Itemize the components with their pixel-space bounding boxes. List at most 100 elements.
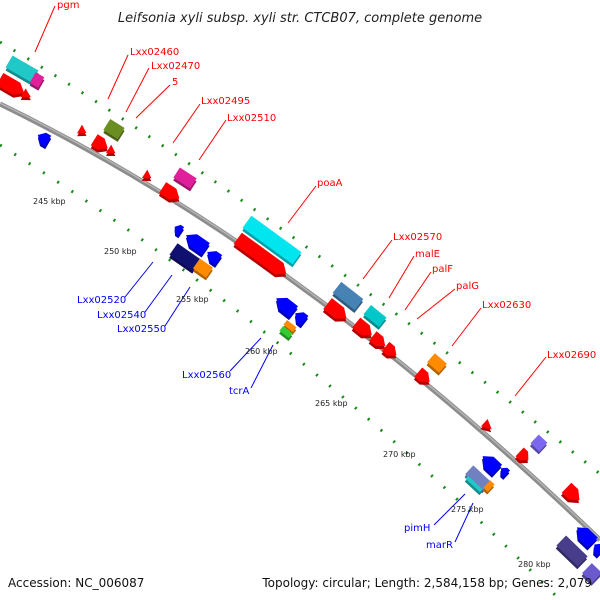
- gene-feature[interactable]: [19, 88, 34, 104]
- label-connector: [172, 103, 201, 144]
- gene-label[interactable]: Lxx02560: [182, 370, 231, 381]
- gene-feature[interactable]: [89, 134, 112, 156]
- gene-feature[interactable]: [351, 317, 377, 344]
- label-connector: [124, 261, 154, 298]
- gene-feature[interactable]: [172, 167, 198, 192]
- gene-feature[interactable]: [464, 475, 484, 496]
- gene-feature[interactable]: [514, 447, 534, 468]
- gene-label[interactable]: Lxx02510: [227, 113, 276, 124]
- gene-label[interactable]: palF: [432, 264, 453, 275]
- ruler-label: 265 kbp: [315, 399, 348, 408]
- gene-feature[interactable]: [278, 325, 294, 341]
- gene-feature[interactable]: [476, 451, 503, 478]
- gene-label[interactable]: pimH: [404, 523, 430, 534]
- gene-feature[interactable]: [168, 243, 202, 274]
- ruler-label: 270 kbp: [383, 450, 416, 459]
- gene-feature[interactable]: [425, 353, 448, 376]
- gene-label[interactable]: malE: [415, 249, 440, 260]
- gene-feature[interactable]: [290, 309, 310, 329]
- gene-label[interactable]: Lxx02495: [201, 96, 250, 107]
- gene-label[interactable]: Lxx02520: [77, 295, 126, 306]
- label-connector: [250, 344, 274, 389]
- outer-tick-track: [0, 40, 600, 476]
- gene-feature[interactable]: [555, 535, 589, 570]
- gene-label[interactable]: poaA: [317, 178, 343, 189]
- gene-label[interactable]: Lxx02690: [547, 350, 596, 361]
- gene-feature[interactable]: [232, 232, 291, 282]
- gene-feature[interactable]: [580, 563, 600, 586]
- gene-label[interactable]: 5: [172, 77, 178, 88]
- gene-label[interactable]: Lxx02540: [97, 310, 146, 321]
- gene-feature[interactable]: [282, 319, 298, 335]
- label-connector: [135, 84, 171, 119]
- gene-label[interactable]: Lxx02570: [393, 232, 442, 243]
- ruler-label: 245 kbp: [33, 197, 66, 206]
- gene-feature[interactable]: [34, 130, 53, 150]
- gene-feature[interactable]: [102, 118, 126, 142]
- gene-label[interactable]: pgm: [57, 0, 79, 11]
- label-connector: [454, 502, 474, 543]
- ruler-label: 280 kbp: [518, 560, 551, 569]
- backbone-highlight: [0, 102, 600, 540]
- ruler-label: 260 kbp: [245, 347, 278, 356]
- gene-feature[interactable]: [141, 169, 156, 186]
- ruler-label: 250 kbp: [104, 247, 137, 256]
- gene-feature[interactable]: [241, 215, 303, 268]
- label-connector: [107, 54, 129, 100]
- gene-feature[interactable]: [331, 281, 364, 314]
- ruler-labels: 245 kbp 250 kbp 255 kbp 260 kbp 265 kbp …: [33, 197, 551, 569]
- label-connector: [198, 119, 227, 161]
- map-title: Leifsonia xyli subsp. xyli str. CTCB07, …: [118, 11, 482, 26]
- gene-label[interactable]: Lxx02470: [151, 61, 200, 72]
- forward-gene-labels: pgm Lxx02460 Lxx02470 5 Lxx02495 Lxx0251…: [57, 0, 596, 361]
- gene-feature[interactable]: [482, 480, 496, 495]
- accession: Accession: NC_006087: [8, 576, 144, 590]
- gene-feature[interactable]: [362, 305, 388, 330]
- gene-label[interactable]: Lxx02550: [117, 324, 166, 335]
- gene-feature[interactable]: [529, 434, 549, 455]
- gene-feature[interactable]: [496, 465, 511, 480]
- label-connector: [287, 185, 317, 224]
- ruler-label: 275 kbp: [451, 505, 484, 514]
- gene-feature[interactable]: [158, 182, 184, 207]
- feature-layer: [0, 55, 600, 586]
- label-connector: [388, 255, 415, 299]
- label-connector: [451, 307, 482, 347]
- gene-feature[interactable]: [28, 72, 45, 91]
- gene-label[interactable]: tcrA: [229, 386, 250, 397]
- gene-feature[interactable]: [413, 367, 435, 390]
- gene-feature[interactable]: [380, 341, 401, 363]
- gene-label[interactable]: marR: [426, 540, 453, 551]
- gene-feature[interactable]: [105, 144, 120, 161]
- gene-feature[interactable]: [170, 223, 185, 239]
- reverse-gene-labels: Lxx02520 Lxx02540 Lxx02550 Lxx02560 tcrA…: [77, 295, 453, 551]
- label-connector: [164, 286, 191, 327]
- label-connector: [144, 274, 173, 313]
- label-connector: [125, 67, 150, 113]
- gene-label[interactable]: palG: [456, 281, 479, 292]
- gene-feature[interactable]: [463, 465, 492, 494]
- label-connector: [433, 493, 466, 526]
- ruler-label: 255 kbp: [176, 295, 209, 304]
- gene-label[interactable]: Lxx02460: [130, 47, 179, 58]
- gene-feature[interactable]: [479, 418, 496, 436]
- label-connector: [514, 356, 547, 397]
- gene-feature[interactable]: [181, 229, 211, 258]
- gene-feature[interactable]: [202, 247, 223, 268]
- gene-feature[interactable]: [322, 298, 352, 327]
- genome-summary: Topology: circular; Length: 2,584,158 bp…: [261, 576, 592, 590]
- label-connector: [404, 271, 432, 311]
- gene-feature[interactable]: [570, 522, 598, 551]
- label-connector: [229, 337, 262, 372]
- gene-feature[interactable]: [76, 124, 90, 141]
- gene-label[interactable]: Lxx02630: [482, 300, 531, 311]
- gene-feature[interactable]: [0, 72, 29, 102]
- gene-feature[interactable]: [560, 482, 585, 508]
- gene-feature[interactable]: [4, 55, 40, 86]
- gene-feature[interactable]: [192, 258, 215, 281]
- label-connector: [34, 5, 56, 53]
- gene-feature[interactable]: [270, 293, 299, 321]
- gene-feature[interactable]: [367, 331, 390, 353]
